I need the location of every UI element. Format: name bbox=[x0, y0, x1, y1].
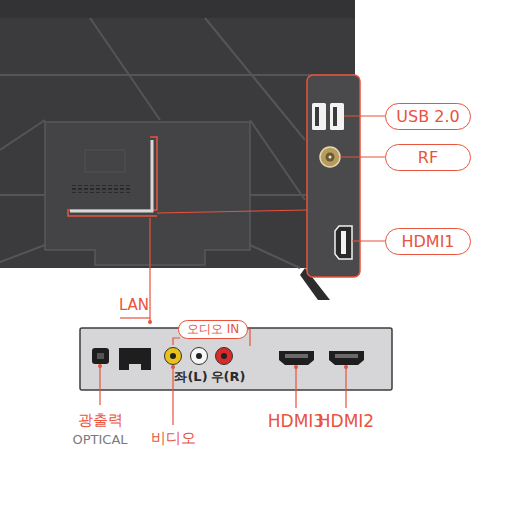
rca-jacks bbox=[165, 348, 233, 365]
lan-port bbox=[119, 348, 151, 370]
bottom-leader-lines bbox=[100, 318, 346, 425]
port-label: LAN bbox=[119, 297, 149, 314]
callout-pill: RF bbox=[385, 144, 471, 171]
channel-label: 우(R) bbox=[211, 370, 246, 384]
hdmi1-port bbox=[335, 226, 352, 259]
callout-text: USB 2.0 bbox=[396, 107, 459, 126]
callout-pill: USB 2.0 bbox=[385, 103, 471, 130]
port-area-highlight bbox=[70, 140, 152, 211]
channel-label: 좌(L) bbox=[174, 370, 207, 384]
leader-dots bbox=[98, 320, 348, 369]
tv-back bbox=[0, 0, 355, 268]
callout-text: RF bbox=[418, 148, 438, 167]
port-area-outline bbox=[68, 137, 157, 216]
tv-mount bbox=[85, 150, 125, 172]
callout-pill: 오디오 IN bbox=[178, 320, 248, 339]
port-label: HDMI3 bbox=[268, 412, 324, 431]
port-label: HDMI2 bbox=[318, 412, 374, 431]
rf-port bbox=[320, 147, 340, 167]
side-panel bbox=[307, 75, 360, 277]
port-label: 비디오 bbox=[151, 430, 196, 447]
hdmi-ports bbox=[279, 351, 364, 365]
port-label: 광출력 bbox=[78, 412, 123, 429]
side-link-line bbox=[157, 210, 307, 213]
port-sublabel: OPTICAL bbox=[72, 433, 127, 447]
usb-ports bbox=[312, 103, 344, 130]
side-leader-lines bbox=[340, 116, 385, 241]
panel-link-line bbox=[149, 218, 150, 322]
callout-text: 오디오 IN bbox=[187, 321, 239, 338]
callout-pill: HDMI1 bbox=[385, 228, 471, 255]
tv-ribs bbox=[0, 18, 355, 268]
optical-port bbox=[92, 348, 109, 364]
tv-recess bbox=[45, 122, 250, 265]
tv-vent bbox=[70, 185, 130, 193]
tv-top-strip bbox=[0, 0, 355, 18]
callout-text: HDMI1 bbox=[401, 232, 454, 251]
